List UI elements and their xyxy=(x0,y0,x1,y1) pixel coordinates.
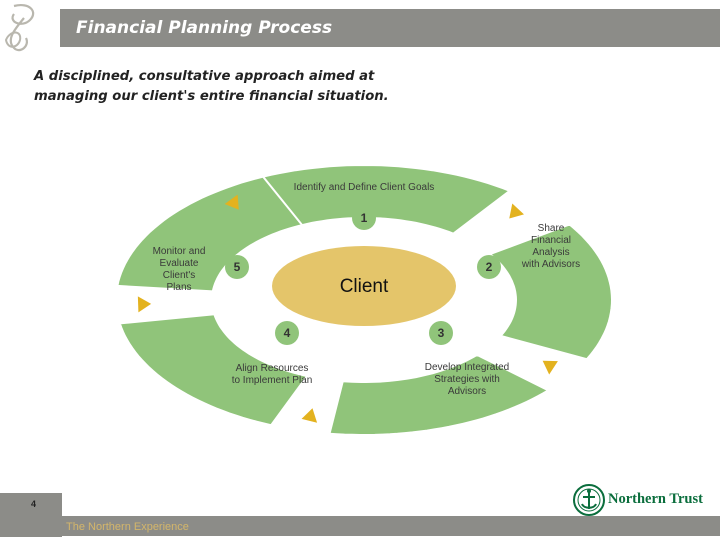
step-number-5: 5 xyxy=(234,260,241,274)
arrow-to-identify xyxy=(224,194,239,210)
step-number-badges: 1 2 3 4 5 xyxy=(225,206,501,345)
arrow-to-align xyxy=(301,408,318,423)
subtitle-line-2: managing our client's entire financial s… xyxy=(34,89,389,104)
step-number-1: 1 xyxy=(361,211,368,225)
step-label-line: Evaluate xyxy=(160,258,199,269)
cycle-arrows xyxy=(137,194,558,423)
page-number: 4 xyxy=(31,499,37,509)
step-label-line: Advisors xyxy=(448,386,486,397)
arrow-to-share xyxy=(509,203,524,219)
step-number-2: 2 xyxy=(486,260,493,274)
subtitle: A disciplined, consultative approach aim… xyxy=(34,67,494,107)
step-label-line: Financial xyxy=(531,235,571,246)
step-badge-4 xyxy=(275,321,299,345)
step-label-line: Develop Integrated xyxy=(425,362,510,373)
arrow-to-monitor xyxy=(137,296,152,313)
northern-trust-logo: Northern Trust xyxy=(572,483,712,517)
footer-tagline: The Northern Experience xyxy=(66,521,189,533)
step-label-line: Identify and Define Client Goals xyxy=(294,182,435,193)
step-label-1: Identify and Define Client Goals xyxy=(294,182,435,193)
step-number-4: 4 xyxy=(284,326,291,340)
step-label-line: Strategies with xyxy=(434,374,500,385)
step-label-line: Align Resources xyxy=(236,363,309,374)
segment-monitor-evaluate xyxy=(116,175,304,293)
step-label-line: Analysis xyxy=(532,247,569,258)
page-title: Financial Planning Process xyxy=(76,18,333,38)
step-badge-2 xyxy=(477,255,501,279)
step-label-line: Share xyxy=(538,223,565,234)
arrow-to-develop xyxy=(542,360,558,375)
client-center xyxy=(272,246,456,326)
client-label: Client xyxy=(340,276,389,297)
segment-identify-goals xyxy=(245,163,512,235)
footer-bar xyxy=(62,516,720,536)
step-label-line: Monitor and xyxy=(153,246,206,257)
step-label-line: Plans xyxy=(166,282,191,293)
step-label-line: Client's xyxy=(163,270,195,281)
segment-align-resources xyxy=(118,313,309,427)
subtitle-line-1: A disciplined, consultative approach aim… xyxy=(34,69,375,84)
step-label-line: with Advisors xyxy=(521,259,580,270)
segment-share-analysis xyxy=(488,223,614,361)
step-badge-1 xyxy=(352,206,376,230)
page-number-block: 4 xyxy=(0,493,62,537)
anchor-seal-icon xyxy=(573,484,605,516)
header: Financial Planning Process xyxy=(0,0,720,52)
step-badge-3 xyxy=(429,321,453,345)
cycle-segments xyxy=(116,163,614,436)
brand-name: Northern Trust xyxy=(608,491,703,507)
step-label-line: to Implement Plan xyxy=(232,375,313,386)
step-number-3: 3 xyxy=(438,326,445,340)
step-badge-5 xyxy=(225,255,249,279)
segment-develop-strategies xyxy=(328,353,551,436)
header-bar xyxy=(60,9,720,47)
flourish-logo-icon xyxy=(4,4,35,52)
